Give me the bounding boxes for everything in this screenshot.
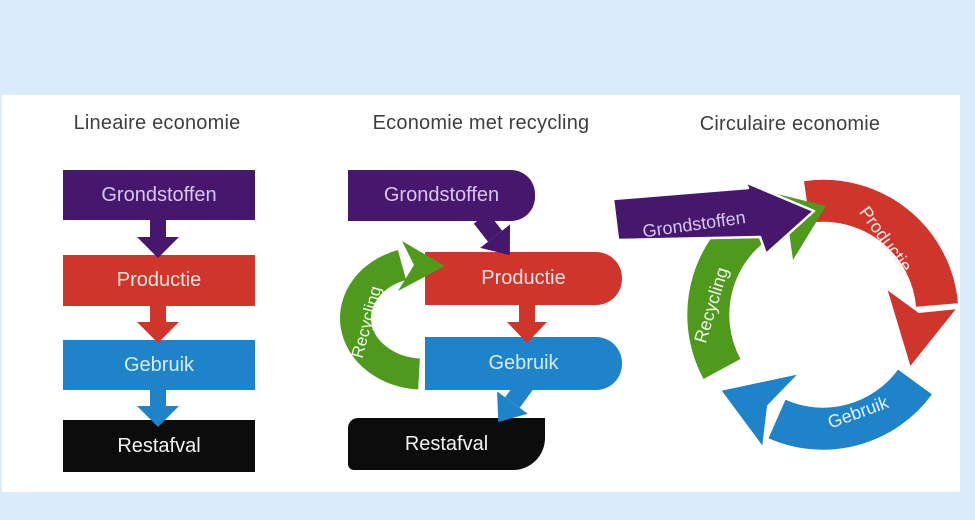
circular-gebruik-arc xyxy=(768,369,932,450)
recycling-loop-arc xyxy=(340,250,421,390)
recycling-grondstoffen-box: Grondstoffen xyxy=(348,170,535,221)
linear-restafval-box: Restafval xyxy=(63,420,255,472)
recycling-gebruik-box: Gebruik xyxy=(425,337,622,390)
circular-gebruik-arrowhead-icon xyxy=(718,371,804,451)
circular-recycling-arrowhead-icon xyxy=(757,189,826,260)
circular-productie-arrowhead-icon xyxy=(884,285,961,371)
recycling-loop-label: Recycling xyxy=(348,284,385,360)
circular-productie-arc xyxy=(803,179,958,308)
bottom-band xyxy=(0,492,975,520)
circular-economy-title: Circulaire economie xyxy=(699,113,881,135)
circular-recycling-arc xyxy=(687,194,782,379)
right-band xyxy=(960,0,975,520)
circular-grondstoffen-label: Grondstoffen xyxy=(641,207,747,241)
linear-arrow-productie-gebruik-icon xyxy=(137,305,179,343)
circular-productie-label: Productie xyxy=(855,203,916,276)
recycling-restafval-box: Restafval xyxy=(348,418,545,470)
linear-economy-title: Lineaire economie xyxy=(73,112,241,134)
circular-gebruik-label: Gebruik xyxy=(825,392,892,433)
circular-recycling-label: Recycling xyxy=(690,265,732,345)
top-band xyxy=(0,0,975,95)
linear-productie-box: Productie xyxy=(63,255,255,306)
linear-arrow-grondstoffen-productie-icon xyxy=(137,219,179,258)
circular-grondstoffen-arrow-icon xyxy=(611,180,816,256)
recycling-economy-title: Economie met recycling xyxy=(372,112,590,134)
left-band xyxy=(0,0,2,520)
linear-grondstoffen-box: Grondstoffen xyxy=(63,170,255,220)
recycling-productie-box: Productie xyxy=(425,252,622,305)
linear-gebruik-box: Gebruik xyxy=(63,340,255,390)
